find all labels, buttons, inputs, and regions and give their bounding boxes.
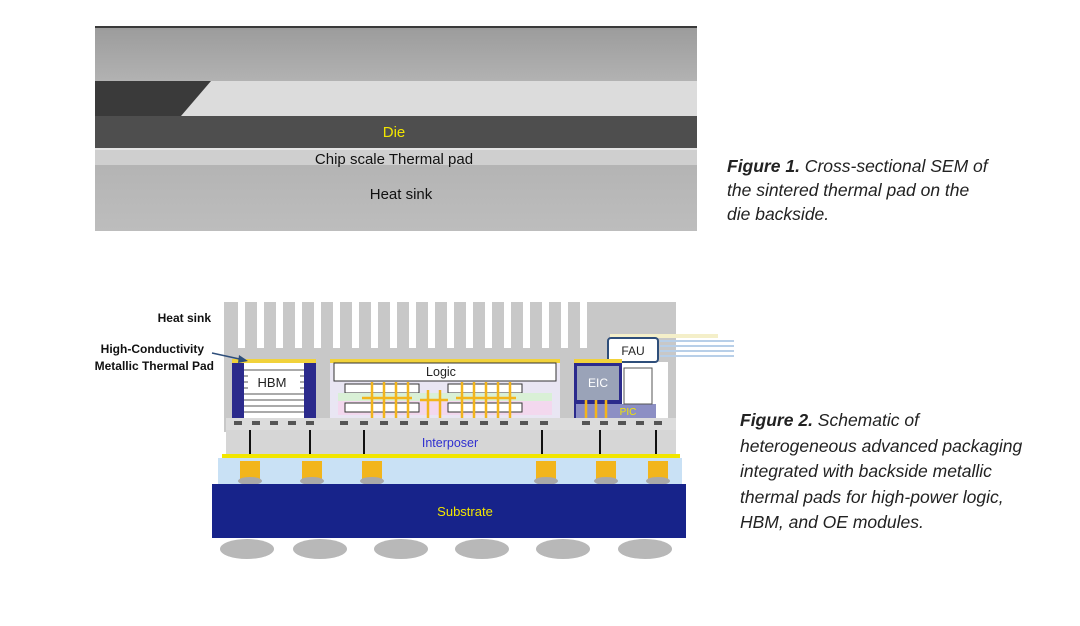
die-label: Die xyxy=(383,124,406,141)
logic-label: Logic xyxy=(426,365,456,379)
optical-fibers xyxy=(660,340,734,357)
fau-block: FAU xyxy=(607,337,659,363)
pad-pointer-arrow xyxy=(211,352,248,363)
figure1-caption-label: Figure 1. xyxy=(727,156,800,176)
figure2-caption-label: Figure 2. xyxy=(740,410,813,430)
bga-balls xyxy=(220,539,672,559)
substrate: Substrate xyxy=(212,484,686,538)
logic-block: Logic xyxy=(330,362,560,419)
thermal-pad-lines xyxy=(232,359,622,363)
thermal-pad-label: Chip scale Thermal pad xyxy=(315,151,473,168)
c4-bump-layer xyxy=(218,458,682,485)
sem-top-layer xyxy=(95,28,697,81)
figure2-caption: Figure 2. Schematic of heterogeneous adv… xyxy=(740,408,1040,536)
hbm-stack: HBM xyxy=(232,363,316,419)
sem-dark-wedge xyxy=(95,81,211,116)
figure1-caption-text: Cross-sectional SEM of the sintered ther… xyxy=(727,156,988,224)
figure2-caption-text: Schematic of heterogeneous advanced pack… xyxy=(740,410,1023,532)
packaging-schematic: FAU HBM xyxy=(95,302,734,559)
figure1-sem-image: Die Chip scale Thermal pad Heat sink xyxy=(95,26,697,231)
interposer-rdl xyxy=(222,454,680,458)
interposer-label: Interposer xyxy=(422,436,478,450)
logic-tsv-bumps xyxy=(362,382,516,418)
fau-label: FAU xyxy=(621,344,644,358)
micro-bumps-row xyxy=(226,418,676,430)
figure2-schematic: FAU HBM xyxy=(0,290,740,570)
sem-cross-section: Die Chip scale Thermal pad Heat sink xyxy=(95,26,697,231)
interposer: Interposer xyxy=(226,430,676,454)
heat-sink-label: Heat sink xyxy=(370,186,433,203)
sem-die-layer xyxy=(95,116,697,148)
heat-sink-fins xyxy=(238,302,587,348)
substrate-label: Substrate xyxy=(437,504,493,519)
eic-label: EIC xyxy=(588,376,608,390)
sem-pad-layer xyxy=(95,148,697,165)
hbm-label: HBM xyxy=(258,375,287,390)
heat-sink-side-label: Heat sink xyxy=(158,311,212,325)
sem-sink-layer xyxy=(95,165,697,231)
eic-pic-block: EIC PIC xyxy=(574,363,656,419)
thermal-pad-side-label-line1: High-Conductivity xyxy=(101,342,205,356)
figure1-caption: Figure 1. Cross-sectional SEM of the sin… xyxy=(727,154,997,226)
pic-label: PIC xyxy=(620,407,637,418)
thermal-pad-side-label-line2: Metallic Thermal Pad xyxy=(95,359,214,373)
heat-sink xyxy=(224,302,676,432)
